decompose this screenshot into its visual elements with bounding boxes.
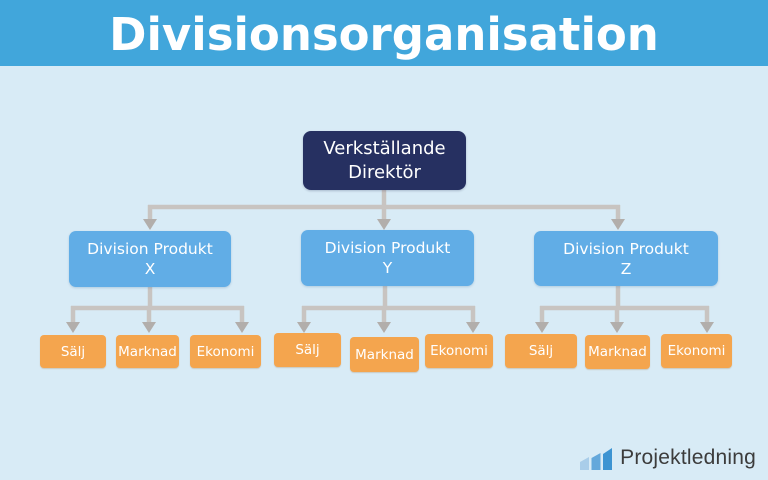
org-node-dept-ekonomi-y: Ekonomi <box>425 334 493 368</box>
org-node-division-y: Division Produkt Y <box>301 230 474 286</box>
org-node-dept-ekonomi-x: Ekonomi <box>190 335 261 368</box>
org-node-dept-marknad-z: Marknad <box>585 335 650 369</box>
brand-logo: Projektledning <box>580 445 756 470</box>
division-z-line2: Z <box>620 259 632 278</box>
division-x-line1: Division Produkt <box>87 240 213 258</box>
bar-chart-icon <box>580 448 613 470</box>
org-node-ceo-line2: Direktör <box>348 161 421 183</box>
org-node-ceo: Verkställande Direktör <box>303 131 466 190</box>
org-node-division-x: Division Produkt X <box>69 231 231 287</box>
org-node-dept-salj-y: Sälj <box>274 333 341 367</box>
org-node-dept-ekonomi-z: Ekonomi <box>661 334 732 368</box>
org-node-ceo-line1: Verkställande <box>323 137 446 159</box>
division-x-line2: X <box>144 260 156 278</box>
org-node-dept-salj-z: Sälj <box>505 334 577 368</box>
division-y-line2: Y <box>382 259 393 277</box>
title-banner: Divisionsorganisation <box>0 0 768 66</box>
org-node-dept-marknad-x: Marknad <box>116 335 179 368</box>
page-title: Divisionsorganisation <box>109 7 659 61</box>
brand-logo-text: Projektledning <box>620 445 756 469</box>
arrowhead-icons <box>66 219 714 333</box>
division-z-line1: Division Produkt <box>563 239 689 258</box>
org-node-dept-salj-x: Sälj <box>40 335 106 368</box>
org-node-division-z: Division Produkt Z <box>534 231 718 286</box>
org-node-dept-marknad-y: Marknad <box>350 337 419 372</box>
division-y-line1: Division Produkt <box>324 239 451 257</box>
